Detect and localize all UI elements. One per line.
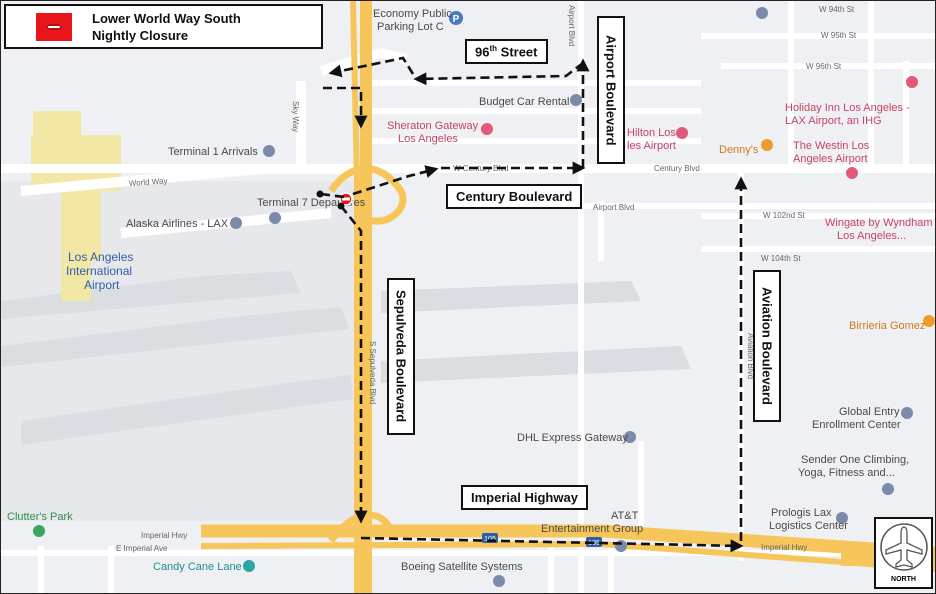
callout-aviation-boulevard: Aviation Boulevard — [753, 270, 781, 422]
detour-imperial-east — [360, 536, 744, 553]
closure-title-line2: Nightly Closure — [92, 27, 189, 43]
street-label-airport-blvd: Airport Blvd — [567, 5, 576, 46]
poi-wingate-1: Wingate by Wyndham — [825, 217, 933, 229]
poi-alaska: Alaska Airlines - LAX — [126, 218, 229, 230]
place-pin-icon — [263, 145, 275, 157]
poi-labels: Economy Public Parking Lot C Budget Car … — [7, 8, 933, 573]
poi-candy-cane: Candy Cane Lane — [153, 561, 242, 573]
poi-westin-1: The Westin Los — [793, 140, 870, 152]
poi-holiday-2: LAX Airport, an IHG — [785, 115, 882, 127]
street-label-w94: W 94th St — [819, 5, 855, 14]
poi-prologis-2: Logistics Center — [769, 520, 848, 532]
terminal-buildings — [31, 111, 121, 301]
poi-global-entry-1: Global Entry — [839, 406, 900, 418]
street-label-sky-way: Sky Way — [291, 101, 300, 132]
place-pin-icon — [901, 407, 913, 419]
place-pin-icon — [836, 512, 848, 524]
attraction-pin-icon — [243, 560, 255, 572]
north-compass: NORTH — [874, 517, 933, 589]
poi-global-entry-2: Enrollment Center — [812, 419, 901, 431]
callout-96th-street: 96th Street — [465, 39, 548, 65]
callout-century-boulevard: Century Boulevard — [446, 184, 583, 209]
street-label-imperial: Imperial Hwy — [141, 531, 187, 540]
street-labels: W 94th St W 95th St W 96th St W 102nd St… — [116, 5, 857, 553]
poi-dhl: DHL Express Gateway — [517, 432, 628, 444]
street-label-w104: W 104th St — [761, 254, 801, 263]
century-blvd-road — [1, 164, 935, 173]
poi-boeing: Boeing Satellite Systems — [401, 561, 523, 573]
poi-sender-1: Sender One Climbing, — [801, 454, 909, 466]
restaurant-pin-icon — [761, 139, 773, 151]
poi-lax-2: International — [66, 264, 132, 278]
poi-economy-parking-1: Economy Public — [373, 8, 452, 20]
place-pin-icon — [882, 483, 894, 495]
callout-imperial-highway: Imperial Highway — [461, 485, 588, 510]
place-pin-icon — [756, 7, 768, 19]
place-pin-icon — [493, 575, 505, 587]
street-label-w96: W 96th St — [806, 62, 842, 71]
hotel-pin-icon — [676, 127, 688, 139]
poi-economy-parking-2: Parking Lot C — [377, 21, 444, 33]
place-pin-icon — [269, 212, 281, 224]
hotel-pin-icon — [846, 167, 858, 179]
poi-dennys: Denny's — [719, 144, 759, 156]
svg-text:105: 105 — [588, 540, 600, 547]
poi-att-2: Entertainment Group — [541, 523, 643, 535]
street-label-imperial-east: Imperial Hwy — [761, 543, 807, 552]
poi-clutters: Clutter's Park — [7, 511, 73, 523]
restaurant-pin-icon — [923, 315, 935, 327]
place-pin-icon — [615, 540, 627, 552]
poi-att-1: AT&T — [611, 510, 639, 522]
detour-south-to-terminal — [323, 86, 368, 129]
park-pin-icon — [33, 525, 45, 537]
hotel-pin-icon — [481, 123, 493, 135]
poi-birrieria: Birrieria Gomez — [849, 320, 925, 332]
street-label-e-imperial: E Imperial Ave — [116, 544, 168, 553]
poi-sheraton-1: Sheraton Gateway — [387, 120, 479, 132]
hotel-pin-icon — [906, 76, 918, 88]
street-label-century: W Century Blvd — [453, 164, 509, 173]
poi-wingate-2: Los Angeles... — [837, 230, 906, 242]
poi-terminal1: Terminal 1 Arrivals — [168, 146, 258, 158]
street-label-w102: W 102nd St — [763, 211, 806, 220]
runways — [1, 271, 691, 445]
callout-airport-boulevard: Airport Boulevard — [597, 16, 625, 164]
airplane-north-icon — [879, 523, 928, 571]
poi-lax-1: Los Angeles — [68, 250, 133, 264]
poi-prologis-1: Prologis Lax — [771, 507, 832, 519]
car-rental-icon — [570, 94, 582, 106]
parking-icon — [449, 11, 463, 25]
place-pin-icon — [230, 217, 242, 229]
poi-sender-2: Yoga, Fitness and... — [798, 467, 895, 479]
closure-title: Lower World Way South Nightly Closure — [92, 10, 241, 44]
detour-sepulveda-south — [339, 205, 368, 524]
poi-budget: Budget Car Rental — [479, 96, 570, 108]
poi-holiday-1: Holiday Inn Los Angeles - — [785, 102, 910, 114]
poi-westin-2: Angeles Airport — [793, 153, 868, 165]
street-label-aviation-blvd: Aviation Blvd — [746, 333, 755, 379]
poi-lax-3: Airport — [84, 278, 120, 292]
poi-sheraton-2: Los Angeles — [398, 133, 458, 145]
detour-start-segment — [320, 192, 345, 199]
callout-sepulveda-boulevard: Sepulveda Boulevard — [387, 278, 415, 435]
street-label-century-east: Century Blvd — [654, 164, 700, 173]
street-label-airport-blvd-south: Airport Blvd — [593, 203, 634, 212]
poi-hilton-2: les Airport — [627, 140, 676, 152]
street-label-sepulveda: S Sepulveda Blvd — [368, 341, 377, 404]
detour-loop-west — [328, 56, 415, 78]
poi-hilton-1: Hilton Los — [627, 127, 676, 139]
north-label: NORTH — [891, 576, 916, 583]
closure-title-box: Lower World Way South Nightly Closure — [4, 4, 323, 49]
poi-icons: P — [33, 7, 935, 587]
svg-text:P: P — [453, 14, 460, 25]
detour-96th-west — [413, 61, 584, 86]
detour-route — [316, 56, 748, 553]
street-label-world-way: World Way — [129, 176, 168, 188]
place-pin-icon — [624, 431, 636, 443]
detour-to-century — [352, 165, 439, 196]
street-label-w95: W 95th St — [821, 31, 857, 40]
closure-title-line1: Lower World Way South — [92, 10, 241, 26]
road-closed-icon — [36, 12, 72, 41]
